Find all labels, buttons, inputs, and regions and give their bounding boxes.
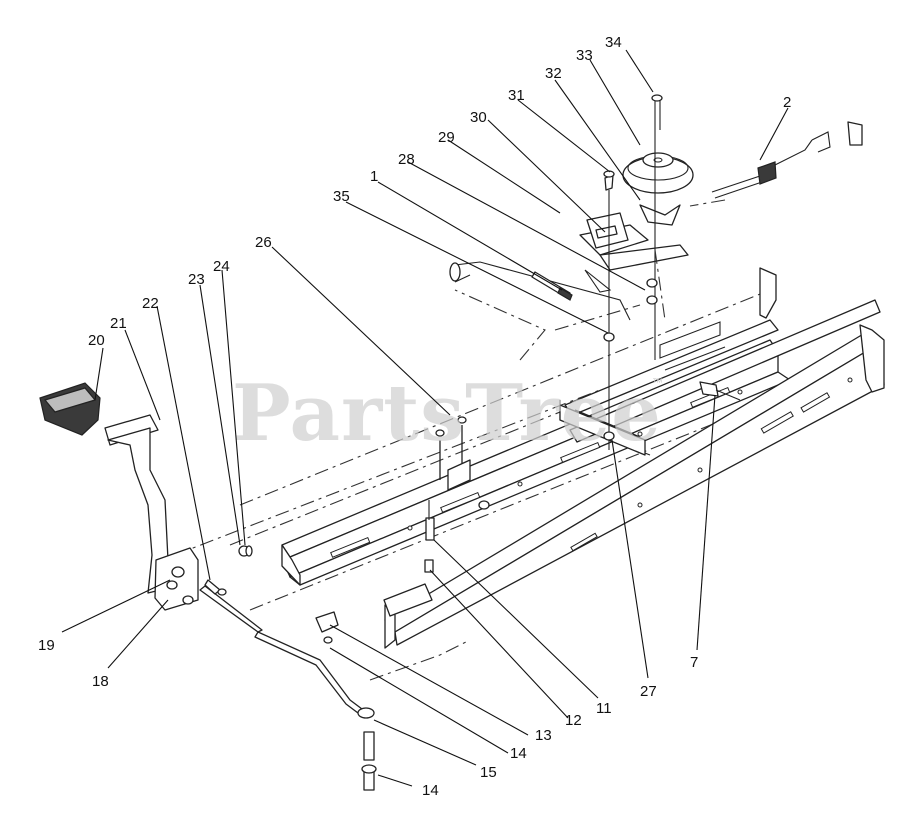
spring-assembly [689, 121, 863, 207]
callout-13: 13 [535, 727, 552, 744]
brake-rod [449, 261, 631, 321]
callout-12: 12 [565, 712, 582, 729]
callout-22: 22 [142, 295, 159, 312]
center-rails [559, 299, 881, 456]
watermark-trademark: ™ [652, 377, 663, 389]
watermark: PartsTree ™ [232, 368, 663, 459]
callout-15: 15 [480, 764, 497, 781]
callout-34: 34 [605, 34, 622, 51]
callout-35: 35 [333, 188, 350, 205]
callout-2: 2 [783, 94, 791, 111]
callout-33: 33 [576, 47, 593, 64]
callout-28: 28 [398, 151, 415, 168]
callout-14: 14 [510, 745, 527, 762]
callout-11: 11 [596, 700, 612, 717]
watermark-text: PartsTree [232, 368, 662, 459]
callout-23: 23 [188, 271, 205, 288]
callout-21: 21 [110, 315, 127, 332]
callout-1: 1 [370, 168, 378, 185]
callout-31: 31 [508, 87, 525, 104]
callout-18: 18 [92, 673, 109, 690]
leader-lines [61, 49, 789, 787]
callout-26: 26 [255, 234, 272, 251]
idler-assembly [579, 94, 694, 450]
callout-24: 24 [213, 258, 230, 275]
callout-30: 30 [470, 109, 487, 126]
callout-20: 20 [88, 332, 105, 349]
callout-19: 19 [38, 637, 55, 654]
callout-7: 7 [690, 654, 698, 671]
brake-pedal [39, 382, 253, 611]
callout-27: 27 [640, 683, 657, 700]
pedal-linkage [199, 583, 433, 791]
right-frame-rail [384, 324, 885, 649]
callout-29: 29 [438, 129, 455, 146]
callouts: 34 33 32 31 30 2 29 28 1 35 26 24 23 22 … [38, 34, 791, 799]
hardware [424, 278, 741, 573]
callout-14-lower: 14 [422, 782, 439, 799]
callout-32: 32 [545, 65, 562, 82]
